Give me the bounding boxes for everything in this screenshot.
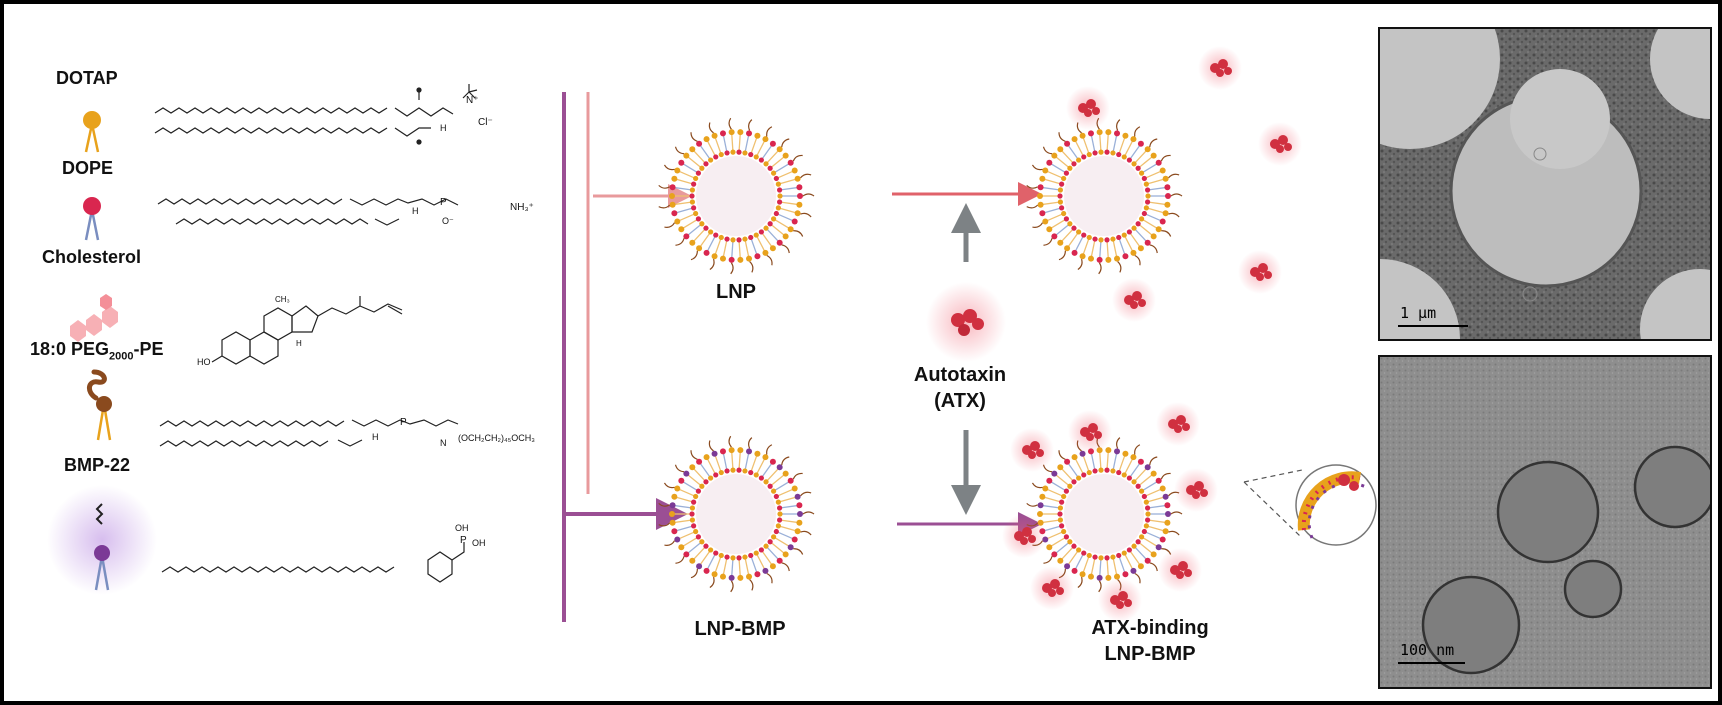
bound-atx-protein <box>1030 566 1074 610</box>
dope-p: P <box>440 197 447 208</box>
atx-protein-center <box>926 282 1006 362</box>
dotap-structure <box>154 84 478 145</box>
dope-icon <box>83 197 101 241</box>
dope-label: DOPE <box>62 158 114 178</box>
em-micrograph-top <box>1380 29 1710 339</box>
bmp-oh1: OH <box>455 523 469 533</box>
lnp-particle <box>658 117 815 275</box>
dotap-n: N⁺ <box>466 95 479 106</box>
chol-ch3: CH₃ <box>275 295 290 304</box>
atx-binding-lnp-bmp-particle <box>1002 402 1218 622</box>
chol-h: H <box>296 339 302 348</box>
dotap-label: DOTAP <box>56 68 118 88</box>
dope-nh3: NH₃⁺ <box>510 202 534 213</box>
bound-atx-protein <box>1010 428 1054 472</box>
free-atx-protein <box>1258 122 1302 166</box>
chol-ho: HO <box>197 357 211 367</box>
bmp-p: P <box>460 535 467 546</box>
dotap-h: H <box>440 123 447 133</box>
cholesterol-structure <box>211 296 403 365</box>
peg-p: P <box>400 417 407 428</box>
lnp-bmp-particle <box>658 435 815 593</box>
bound-atx-protein <box>1098 578 1142 622</box>
peg-pe-label: 18:0 PEG2000-PE <box>30 339 164 363</box>
bound-atx-protein <box>1002 514 1046 558</box>
peg-n: N <box>440 438 447 448</box>
peg-pe-icon <box>87 369 112 441</box>
peg-pe-structure <box>159 419 459 447</box>
em-image-top: 1 μm <box>1378 27 1712 341</box>
dope-structure <box>157 198 459 226</box>
cholesterol-label: Cholesterol <box>42 247 142 267</box>
bmp-22-structure <box>161 542 465 583</box>
em-image-bottom: 100 nm <box>1378 355 1712 689</box>
lnp-particle-after-atx <box>1026 117 1183 275</box>
atx-binding-label: ATX-binding LNP-BMP <box>1091 617 1209 665</box>
bmp-22-label: BMP-22 <box>64 455 131 475</box>
free-atx-protein <box>1238 250 1282 294</box>
dope-o: O⁻ <box>442 216 454 226</box>
bmp-oh2: OH <box>472 538 486 548</box>
peg-h: H <box>372 432 379 442</box>
dope-h: H <box>412 206 419 216</box>
bmp-22-icon <box>47 485 157 595</box>
cholesterol-icon <box>70 294 118 342</box>
scale-bar-bottom-label: 100 nm <box>1400 641 1455 659</box>
dotap-cl: Cl⁻ <box>478 117 493 128</box>
em-micrograph-bottom <box>1380 357 1710 687</box>
autotaxin-label: Autotaxin (ATX) <box>913 364 1007 412</box>
dotap-icon <box>83 111 101 153</box>
lnp-bmp-label: LNP-BMP <box>694 618 786 640</box>
free-atx-protein <box>1066 86 1110 130</box>
zoom-inset <box>1243 464 1377 546</box>
bound-atx-protein <box>1068 410 1112 454</box>
scale-bar-top-label: 1 μm <box>1400 304 1437 322</box>
lnp-label: LNP <box>716 281 756 303</box>
bound-atx-protein <box>1174 468 1218 512</box>
bound-atx-protein <box>1158 548 1202 592</box>
free-atx-protein <box>1198 46 1242 90</box>
free-atx-protein <box>1112 278 1156 322</box>
peg-chain: (OCH₂CH₂)₄₅OCH₃ <box>458 433 535 443</box>
bound-atx-protein <box>1156 402 1200 446</box>
